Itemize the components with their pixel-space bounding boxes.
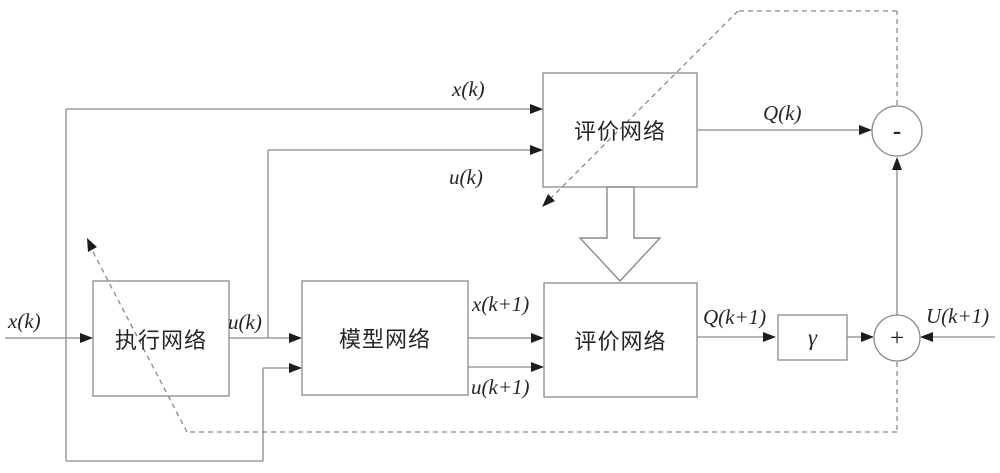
edge-utility-to-plus <box>920 332 995 342</box>
label-q-k-plus-1: Q(k+1) <box>703 305 767 329</box>
gamma-label: γ <box>807 324 818 350</box>
model-network-label: 模型网络 <box>338 327 431 352</box>
critic-network-bottom-box <box>543 282 698 398</box>
actor-network-label: 执行网络 <box>114 327 207 353</box>
edge-xk-to-critic-top <box>65 104 543 461</box>
minus-sign: - <box>892 117 902 145</box>
edge-uk-to-model <box>229 333 302 343</box>
plus-sign: + <box>889 324 905 352</box>
critic-network-bottom-label: 评价网络 <box>574 329 667 354</box>
edge-xk-feedback-to-model <box>66 363 302 462</box>
edge-qk-to-minus <box>697 125 872 135</box>
minus-junction-circle <box>871 105 923 157</box>
edge-qk1-to-gamma <box>697 332 776 342</box>
label-q-k: Q(k) <box>763 101 802 125</box>
label-x-k-input: x(k) <box>8 309 41 333</box>
plus-junction-circle <box>873 314 921 362</box>
edge-xk-input <box>5 333 93 343</box>
edge-plus-to-minus <box>892 157 902 315</box>
weight-transfer-arrow <box>578 186 662 283</box>
edge-error-to-critic-dashed <box>542 10 898 207</box>
edge-error-to-actor-dashed <box>87 238 898 433</box>
actor-network-box <box>92 280 230 397</box>
critic-network-top-label: 评价网络 <box>573 119 666 144</box>
edge-xk1-to-critic-bottom <box>468 333 544 343</box>
label-u-k-critic: u(k) <box>449 165 483 189</box>
label-x-k-critic: x(k) <box>452 77 485 101</box>
gamma-box <box>777 314 848 361</box>
label-utility-u-k-plus-1: U(k+1) <box>926 304 990 328</box>
label-u-k-actor: u(k) <box>228 310 262 334</box>
edge-uk-to-critic-top <box>267 145 543 338</box>
label-u-k-plus-1: u(k+1) <box>471 375 530 399</box>
critic-network-top-box <box>542 72 698 188</box>
edge-uk1-to-critic-bottom <box>468 362 544 372</box>
edge-gamma-to-plus <box>847 332 874 342</box>
model-network-box <box>301 280 469 396</box>
label-x-k-plus-1: x(k+1) <box>472 292 530 316</box>
